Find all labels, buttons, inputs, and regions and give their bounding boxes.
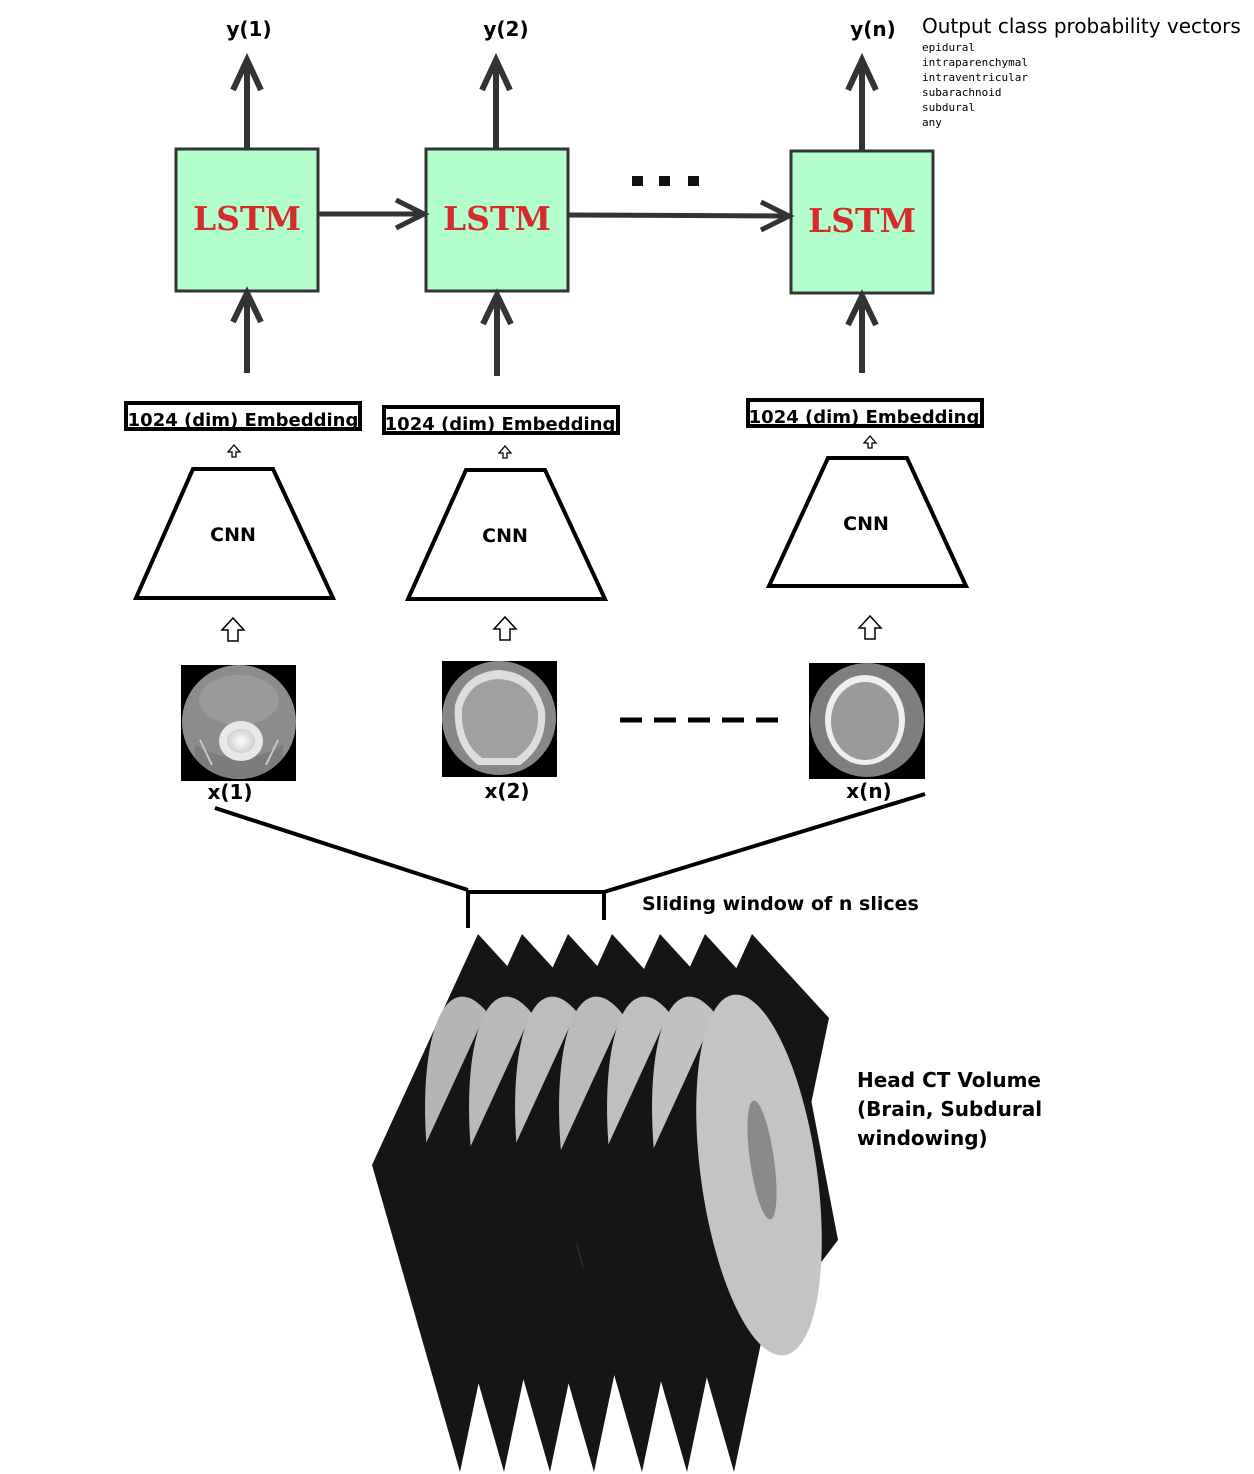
up-arrow-icon (492, 615, 518, 641)
output-label-n: y(n) (850, 17, 896, 41)
lstm-cell-n: LSTM (789, 149, 935, 295)
lstm-label: LSTM (193, 199, 301, 238)
sliding-window-label: Sliding window of n slices (642, 893, 919, 915)
input-label-n: x(n) (846, 779, 891, 803)
ct-slice-image-1 (181, 665, 296, 781)
output-title: Output class probability vectors (922, 14, 1241, 38)
up-arrow-icon (857, 614, 883, 640)
cnn-label: CNN (210, 524, 256, 546)
input-label-1: x(1) (207, 780, 252, 804)
small-up-arrow-icon (497, 445, 513, 459)
class-item: subarachnoid (922, 86, 1001, 99)
class-list: epidural intraparenchymal intraventricul… (922, 41, 1028, 129)
lstm-cell-2: LSTM (424, 147, 570, 293)
embedding-box-2: 1024 (dim) Embedding (382, 405, 620, 435)
embedding-label: 1024 (dim) Embedding (128, 410, 359, 431)
embedding-box-n: 1024 (dim) Embedding (746, 398, 984, 428)
cnn-label: CNN (843, 513, 889, 535)
output-arrow-1 (230, 52, 264, 148)
input-label-2: x(2) (484, 779, 529, 803)
embedding-box-1: 1024 (dim) Embedding (124, 401, 362, 431)
class-item: intraparenchymal (922, 56, 1028, 69)
ct-volume-stack (372, 934, 838, 1472)
volume-label-line-3: windowing) (857, 1126, 988, 1150)
cnn-block-2: CNN (404, 468, 609, 601)
volume-label-line-2: (Brain, Subdural (857, 1097, 1042, 1121)
class-item: epidural (922, 41, 975, 54)
output-label-2: y(2) (483, 17, 528, 41)
output-arrow-2 (479, 52, 513, 148)
lstm-cell-1: LSTM (174, 147, 320, 293)
recurrent-arrow-2-n (567, 199, 795, 233)
embedding-to-lstm-arrow-2 (480, 288, 514, 376)
class-item: subdural (922, 101, 975, 114)
embedding-label: 1024 (dim) Embedding (749, 407, 980, 428)
sliding-window-bracket (214, 792, 926, 928)
ellipsis-dots (632, 176, 699, 186)
output-arrow-n (845, 52, 879, 150)
small-up-arrow-icon (862, 435, 878, 449)
small-up-arrow-icon (226, 444, 242, 458)
ct-slice-image-2 (442, 661, 557, 777)
lstm-label: LSTM (443, 199, 551, 238)
class-item: any (922, 116, 942, 129)
volume-label-line-1: Head CT Volume (857, 1068, 1041, 1092)
output-label-1: y(1) (226, 17, 271, 41)
ct-slice-image-n (809, 663, 925, 779)
ct-volume-slice (646, 934, 838, 1472)
up-arrow-icon (220, 616, 246, 642)
cnn-block-n: CNN (765, 456, 970, 588)
class-item: intraventricular (922, 71, 1028, 84)
recurrent-arrow-1-2 (318, 197, 430, 231)
cnn-block-1: CNN (132, 467, 337, 600)
embedding-label: 1024 (dim) Embedding (385, 414, 616, 435)
embedding-to-lstm-arrow-n (845, 289, 879, 373)
lstm-label: LSTM (808, 201, 916, 240)
cnn-label: CNN (482, 525, 528, 547)
embedding-to-lstm-arrow-1 (230, 286, 264, 373)
